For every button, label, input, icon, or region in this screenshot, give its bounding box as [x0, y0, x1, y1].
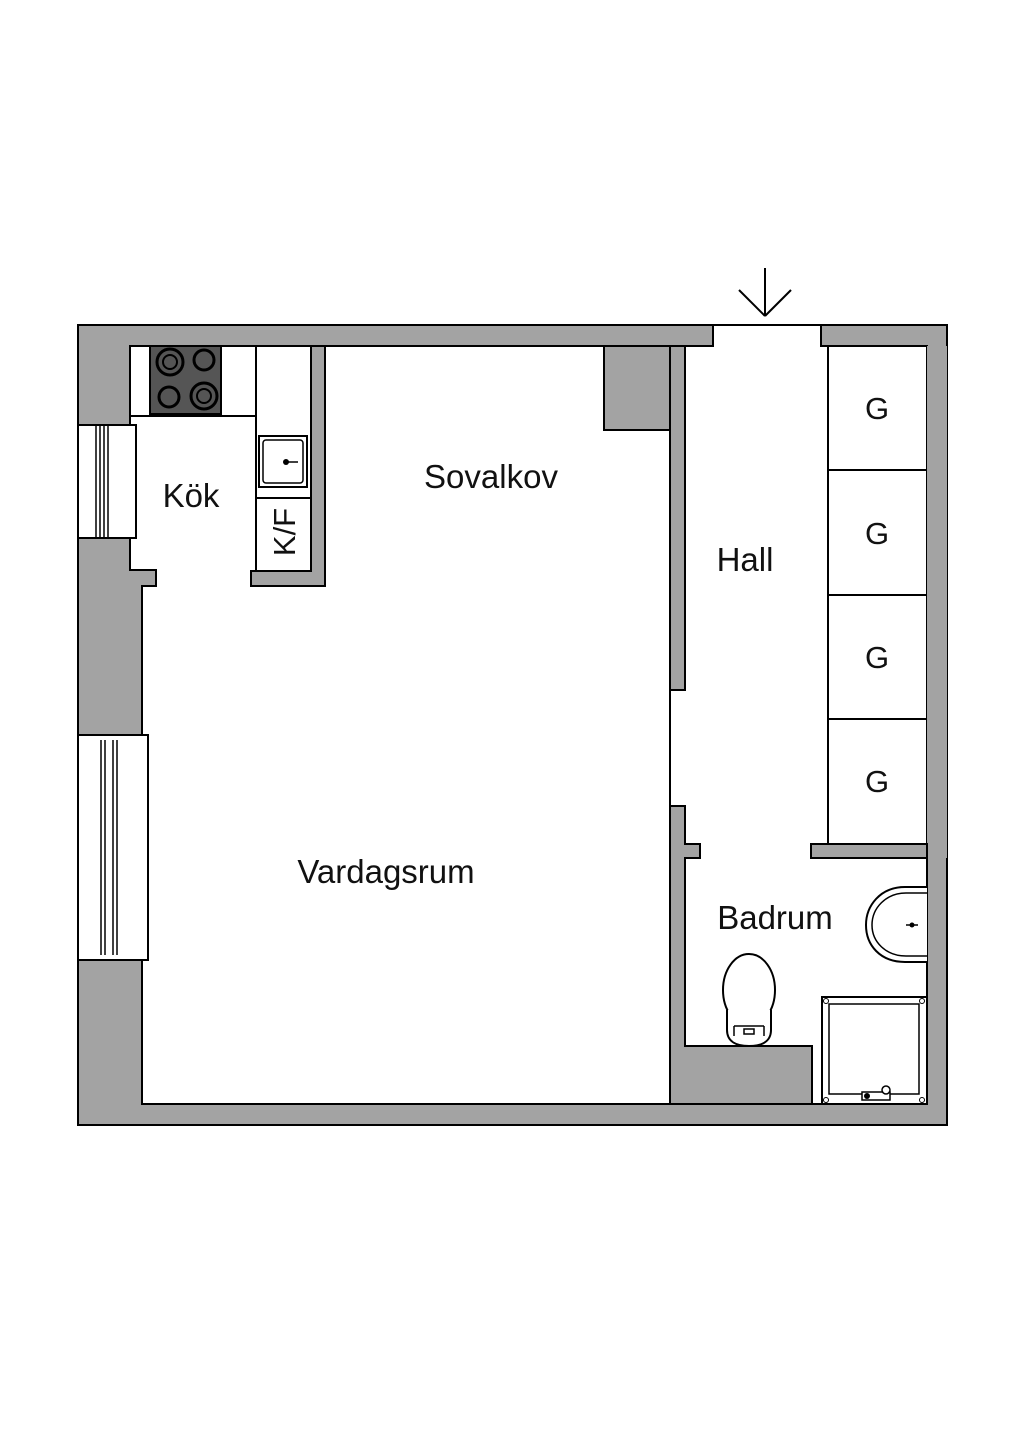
entrance-arrow-icon: [738, 268, 792, 317]
wardrobe-label: G: [865, 391, 889, 426]
fridge-freezer-label: K/F: [267, 508, 302, 556]
hall-wall-lower: [669, 805, 813, 1105]
window-icon: [77, 734, 149, 961]
washbasin-icon: [864, 886, 927, 963]
wardrobe-label: G: [865, 764, 889, 799]
stove-icon: [149, 345, 222, 415]
kitchen-partition-wall: [250, 345, 326, 587]
kitchen-sink-icon: [258, 435, 308, 488]
wardrobe-label: G: [865, 516, 889, 551]
living-area: [77, 345, 671, 1105]
room-label-bathroom: Badrum: [717, 899, 833, 936]
room-label-alcove: Sovalkov: [424, 458, 558, 495]
wardrobe-label: G: [865, 640, 889, 675]
hall-wall-upper: [669, 345, 686, 691]
room-label-living: Vardagsrum: [297, 853, 474, 890]
shower-icon: [821, 996, 928, 1105]
window-icon: [77, 424, 137, 539]
alcove-pillar: [603, 345, 671, 431]
room-label-hall: Hall: [717, 541, 774, 578]
wardrobe-side-wall: [927, 346, 947, 858]
room-label-kitchen: Kök: [163, 477, 220, 514]
bath-top-wall: [810, 843, 928, 859]
toilet-icon: [722, 953, 776, 1048]
